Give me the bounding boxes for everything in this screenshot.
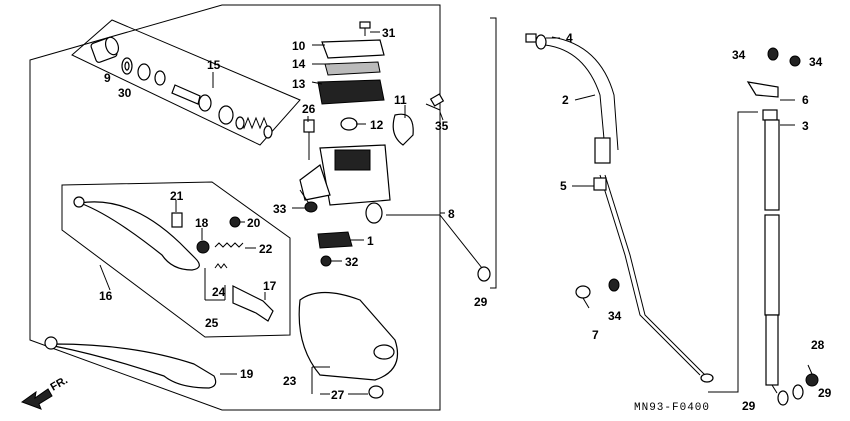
callout-31: 31 <box>382 26 396 40</box>
callout-24: 24 <box>212 285 226 299</box>
bolt-34b <box>789 55 801 67</box>
bolt-34a <box>767 47 779 61</box>
grommet-part <box>340 117 358 131</box>
spring-22 <box>214 242 244 248</box>
bolt-34c <box>608 278 620 292</box>
callout-21: 21 <box>170 189 184 203</box>
callout-13: 13 <box>292 77 306 91</box>
callout-29b: 29 <box>742 399 756 413</box>
callout-18: 18 <box>195 216 209 230</box>
callout-1: 1 <box>367 234 374 248</box>
front-brake-lever-16 <box>73 196 200 271</box>
callout-10: 10 <box>292 39 306 53</box>
diaphragm-part <box>317 79 385 105</box>
master-cylinder-body <box>299 144 391 224</box>
callout-32: 32 <box>345 255 359 269</box>
reservoir-cap-part <box>321 39 385 59</box>
spring-part <box>235 116 273 139</box>
lever-cover-part <box>298 291 399 381</box>
diaphragm-plate-part <box>324 61 381 76</box>
callout-12: 12 <box>370 118 384 132</box>
screw-part-32 <box>320 255 332 267</box>
hose-line-upper <box>490 17 497 289</box>
washer-part <box>137 63 151 81</box>
washer-29b <box>777 390 789 406</box>
cup-part <box>218 105 234 125</box>
pivot-bolt-21 <box>171 212 183 228</box>
piston-part <box>171 84 212 112</box>
callout-22: 22 <box>259 242 273 256</box>
pivot-collar-18 <box>196 240 210 254</box>
banjo-bolt-4 <box>525 33 547 50</box>
adjuster-17 <box>232 285 274 322</box>
switch-part <box>317 231 353 249</box>
brake-hose-3 <box>762 109 780 394</box>
front-direction-label: FR. <box>49 374 70 393</box>
callout-3: 3 <box>802 119 809 133</box>
callout-33: 33 <box>273 202 287 216</box>
callout-6: 6 <box>802 93 809 107</box>
callout-15: 15 <box>207 58 221 72</box>
clutch-lever-19 <box>44 336 217 389</box>
bolt-28 <box>805 373 819 387</box>
hose-clamp-5 <box>593 177 607 191</box>
screw-20 <box>229 216 241 228</box>
callout-29a: 29 <box>474 295 488 309</box>
front-direction-arrow: FR. <box>20 374 70 410</box>
cap-screw-part <box>359 21 371 36</box>
callout-20: 20 <box>247 216 261 230</box>
callout-9: 9 <box>104 71 111 85</box>
piston-kit-box <box>71 19 301 146</box>
spring-24 <box>214 263 228 269</box>
callout-26: 26 <box>302 102 316 116</box>
callout-7: 7 <box>592 328 599 342</box>
cap-part-27 <box>368 385 384 399</box>
diagram-code: MN93-F0400 <box>634 402 710 414</box>
washer-29c <box>792 384 804 400</box>
callout-34a: 34 <box>732 48 746 62</box>
callout-29c: 29 <box>818 386 832 400</box>
callout-23: 23 <box>283 374 297 388</box>
callout-5: 5 <box>560 179 567 193</box>
master-cylinder-assembly-boundary <box>29 4 441 411</box>
leader-lines <box>99 31 813 395</box>
callout-16: 16 <box>99 289 113 303</box>
callout-34c: 34 <box>608 309 622 323</box>
holder-part <box>392 113 414 146</box>
snap-ring-part <box>121 57 133 75</box>
lever-kit-box <box>61 181 291 338</box>
callout-8: 8 <box>448 207 455 221</box>
callout-11: 11 <box>394 93 407 107</box>
stay-6 <box>746 81 779 98</box>
callout-34b: 34 <box>809 55 823 69</box>
callout-30: 30 <box>118 86 132 100</box>
bolt-part-33 <box>304 201 318 213</box>
callout-27: 27 <box>331 388 345 402</box>
hose-line-right <box>708 111 758 393</box>
boot-part <box>90 36 120 63</box>
callout-35: 35 <box>435 119 449 133</box>
bolt-part-26 <box>303 119 315 160</box>
callout-25: 25 <box>205 316 219 330</box>
washer-29a <box>477 266 491 282</box>
callout-4: 4 <box>566 31 573 45</box>
callout-28: 28 <box>811 338 825 352</box>
callout-17: 17 <box>263 279 277 293</box>
callout-2: 2 <box>562 93 569 107</box>
bolt-part-35 <box>425 93 445 111</box>
washer-part-2 <box>154 70 166 86</box>
brake-hose-2 <box>544 36 714 383</box>
callout-19: 19 <box>240 367 254 381</box>
guide-7 <box>575 285 591 309</box>
callout-14: 14 <box>292 57 306 71</box>
